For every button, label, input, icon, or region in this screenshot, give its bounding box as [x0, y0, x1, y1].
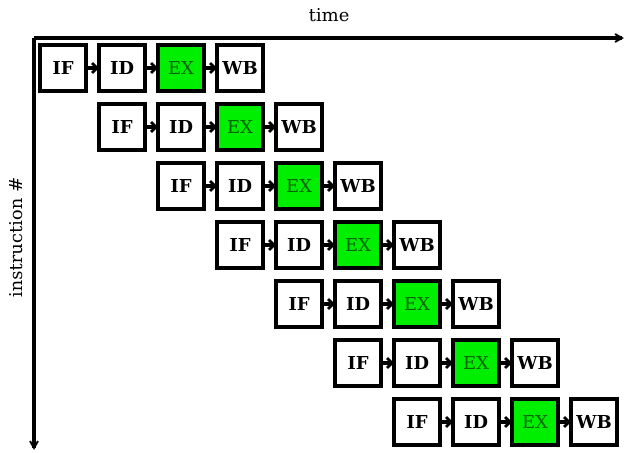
stage-label-wb: WB	[398, 235, 434, 256]
stage-label-id: ID	[228, 176, 252, 197]
stage-box-wb	[274, 102, 324, 152]
stage-label-wb: WB	[221, 58, 257, 79]
instruction-row: IF ID EX WB	[38, 43, 265, 93]
stage-box-wb	[569, 397, 619, 447]
stage-label-id: ID	[110, 58, 134, 79]
stage-box-wb	[510, 338, 560, 388]
instruction-row: IF ID EX WB	[97, 102, 324, 152]
stage-box-id	[215, 161, 265, 211]
stage-box-wb	[392, 220, 442, 270]
stage-label-if: IF	[111, 117, 132, 138]
stage-label-id: ID	[464, 412, 488, 433]
stage-label-ex: EX	[227, 117, 253, 138]
stage-box-id	[97, 43, 147, 93]
stage-box-if	[215, 220, 265, 270]
stage-label-ex: EX	[286, 176, 312, 197]
stage-box-if	[274, 279, 324, 329]
stage-label-id: ID	[169, 117, 193, 138]
instruction-row: IF ID EX WB	[392, 397, 619, 447]
stage-label-wb: WB	[516, 353, 552, 374]
instruction-row: IF ID EX WB	[215, 220, 442, 270]
stage-box-id	[333, 279, 383, 329]
stage-label-if: IF	[288, 294, 309, 315]
stage-box-wb	[215, 43, 265, 93]
stage-label-ex: EX	[404, 294, 430, 315]
stage-box-wb	[451, 279, 501, 329]
stage-label-if: IF	[406, 412, 427, 433]
stage-box-id	[451, 397, 501, 447]
stage-label-if: IF	[52, 58, 73, 79]
instruction-row: IF ID EX WB	[156, 161, 383, 211]
stage-label-id: ID	[287, 235, 311, 256]
stage-label-wb: WB	[575, 412, 611, 433]
stage-label-wb: WB	[339, 176, 375, 197]
stage-label-if: IF	[229, 235, 250, 256]
stage-box-ex	[215, 102, 265, 152]
stage-box-ex	[392, 279, 442, 329]
stage-label-wb: WB	[457, 294, 493, 315]
stage-label-if: IF	[347, 353, 368, 374]
instruction-axis-label: instruction #	[6, 177, 27, 297]
stage-label-ex: EX	[463, 353, 489, 374]
stage-box-id	[156, 102, 206, 152]
stage-label-id: ID	[405, 353, 429, 374]
stage-box-if	[333, 338, 383, 388]
instruction-row: IF ID EX WB	[333, 338, 560, 388]
stage-label-ex: EX	[345, 235, 371, 256]
stage-label-ex: EX	[168, 58, 194, 79]
stage-label-ex: EX	[522, 412, 548, 433]
stage-box-wb	[333, 161, 383, 211]
stage-label-id: ID	[346, 294, 370, 315]
time-axis-label: time	[309, 5, 350, 26]
stage-box-if	[392, 397, 442, 447]
stage-label-if: IF	[170, 176, 191, 197]
stage-label-wb: WB	[280, 117, 316, 138]
pipeline-rows: IF ID EX WB IF ID EX WB IF ID EX WB IF ID EX WB IF ID EX WB…	[38, 43, 619, 447]
instruction-row: IF ID EX WB	[274, 279, 501, 329]
